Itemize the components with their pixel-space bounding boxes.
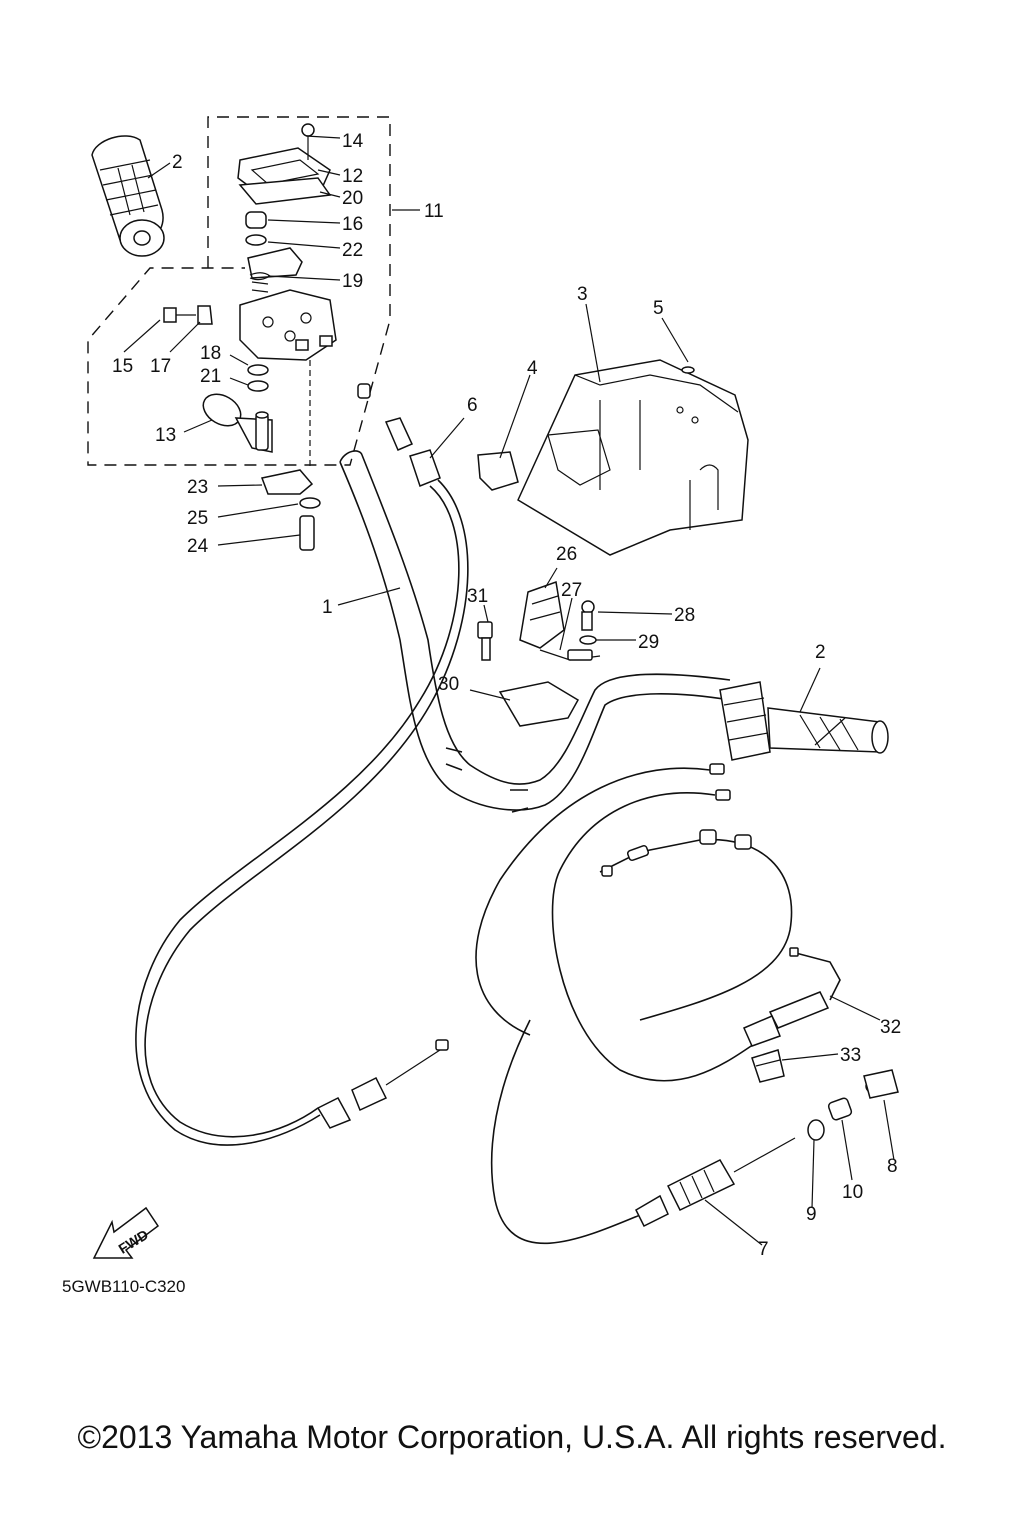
callout-24: 24 [187, 536, 209, 557]
cable-32 [743, 947, 841, 1047]
callout-20: 20 [342, 188, 363, 209]
diagram-code: 5GWB110-C320 [62, 1277, 185, 1296]
handlebar-cover [517, 359, 749, 556]
callout-17: 17 [150, 356, 171, 377]
callout-31: 31 [467, 586, 488, 607]
callout-26: 26 [556, 544, 577, 565]
callout-1: 1 [322, 597, 333, 618]
callout-16: 16 [342, 214, 363, 235]
left-grip [91, 135, 165, 257]
callout-3: 3 [577, 284, 588, 305]
callout-29: 29 [638, 632, 659, 653]
cover-emblem [477, 451, 519, 491]
callout-2-right: 2 [815, 642, 826, 663]
brake-cables [475, 763, 793, 1082]
callout-21: 21 [200, 366, 221, 387]
callout-8: 8 [887, 1156, 898, 1177]
callout-28: 28 [674, 605, 695, 626]
throttle-lever [202, 393, 273, 453]
copyright-notice: ©2013 Yamaha Motor Corporation, U.S.A. A… [77, 1419, 947, 1455]
callout-labels: 1 2 2 3 4 5 6 7 8 9 10 11 12 13 14 15 16… [112, 131, 901, 1260]
callout-22: 22 [342, 240, 363, 261]
assembly-11-boundary [87, 116, 391, 466]
throttle-housing [239, 289, 337, 361]
small-fasteners [163, 305, 321, 551]
callout-33: 33 [840, 1045, 861, 1066]
start-switch [477, 580, 601, 727]
callout-11: 11 [424, 201, 444, 222]
callout-23: 23 [187, 477, 208, 498]
small-plug [681, 366, 695, 374]
cable-clamp [751, 1049, 785, 1083]
cable-7 [490, 1019, 899, 1245]
callout-18: 18 [200, 343, 221, 364]
leader-lines [123, 135, 895, 1246]
callout-13: 13 [155, 425, 176, 446]
callout-19: 19 [342, 271, 363, 292]
callout-9: 9 [806, 1204, 817, 1225]
fwd-arrow-icon: FWD [92, 1206, 160, 1259]
callout-5: 5 [653, 298, 664, 319]
callout-7: 7 [758, 1239, 769, 1260]
callout-14: 14 [342, 131, 364, 152]
callout-4: 4 [527, 358, 538, 379]
throttle-small-parts [245, 211, 303, 293]
callout-6: 6 [467, 395, 478, 416]
callout-2-left: 2 [172, 152, 183, 173]
callout-12: 12 [342, 166, 363, 187]
handlebar [339, 450, 731, 813]
right-grip [719, 681, 889, 761]
throttle-cable [135, 383, 469, 1146]
callout-32: 32 [880, 1017, 901, 1038]
throttle-cover [237, 123, 332, 205]
callout-15: 15 [112, 356, 133, 377]
callout-30: 30 [438, 674, 459, 695]
callout-10: 10 [842, 1182, 863, 1203]
callout-25: 25 [187, 508, 208, 529]
callout-27: 27 [561, 580, 582, 601]
